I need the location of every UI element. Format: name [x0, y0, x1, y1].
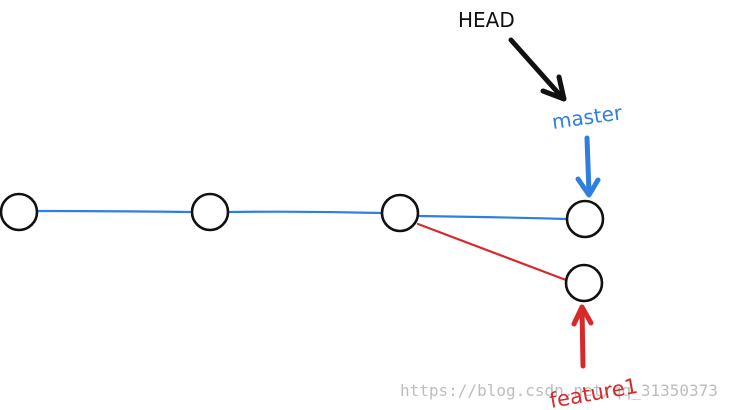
- commit-node: [190, 192, 230, 232]
- master-line-segment-2: [227, 210, 383, 215]
- watermark-text: https://blog.csdn.net/qq_31350373: [400, 381, 718, 400]
- head-label: HEAD: [458, 8, 515, 32]
- master-arrow-icon: [575, 135, 601, 198]
- head-arrow-icon: [508, 37, 567, 102]
- feature1-line-segment: [416, 222, 568, 282]
- master-branch-label: master: [550, 100, 624, 134]
- feature1-branch-label: feature1: [548, 374, 640, 410]
- commit-node: [0, 192, 39, 232]
- master-line-segment-3: [417, 214, 568, 221]
- feature1-tip-commit-node: [564, 263, 604, 303]
- commit-node: [380, 193, 420, 233]
- master-line-segment-1: [36, 209, 192, 214]
- master-tip-commit-node: [565, 199, 605, 239]
- feature1-arrow-icon: [571, 304, 594, 369]
